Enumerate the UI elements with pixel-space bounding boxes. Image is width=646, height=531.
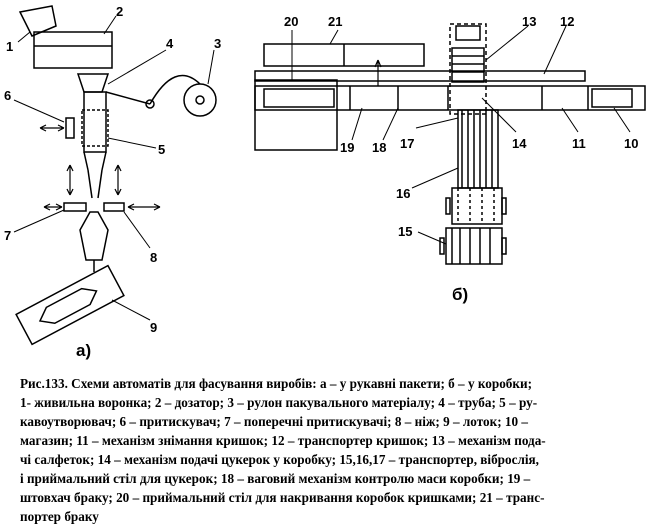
lid-conveyor [254, 70, 586, 82]
feeding-funnel [18, 5, 57, 37]
tube-funnel [76, 73, 110, 93]
label-7: 7 [4, 228, 11, 243]
caption-line: магазин; 11 – механізм знімання кришок; … [20, 433, 546, 448]
label-13: 13 [522, 14, 536, 29]
label-11: 11 [572, 136, 586, 151]
label-3: 3 [214, 36, 221, 51]
label-16: 16 [396, 186, 410, 201]
label-2: 2 [116, 4, 123, 19]
machine-a [13, 5, 217, 346]
figure-caption: Рис.133. Схеми автоматів для фасування в… [20, 374, 632, 526]
label-14: 14 [512, 136, 527, 151]
chute [15, 264, 125, 346]
label-21: 21 [328, 14, 342, 29]
film-web [105, 74, 201, 105]
caption-line: Рис.133. Схеми автоматів для фасування в… [20, 376, 532, 391]
caption-line: і приймальний стіл для цукерок; 18 – ваг… [20, 471, 531, 486]
sleeve-former [83, 91, 107, 153]
subfigure-b-label: б) [452, 285, 468, 304]
caption-line: кавоутворювач; 6 – притискувач; 7 – попе… [20, 414, 528, 429]
label-19: 19 [340, 140, 354, 155]
caption-line: 1- живильна воронка; 2 – дозатор; 3 – ру… [20, 395, 538, 410]
label-15: 15 [398, 224, 412, 239]
label-10: 10 [624, 136, 638, 151]
candy-feed [439, 109, 507, 265]
transverse-presser [63, 202, 87, 212]
caption-line: штовхач браку; 20 – приймальний стіл для… [20, 490, 545, 505]
diagram: 1 2 3 4 5 6 7 8 9 а) 10 11 12 13 14 15 1… [4, 4, 646, 360]
label-1: 1 [6, 39, 13, 54]
subfigure-a-label: а) [76, 341, 91, 360]
knife [103, 202, 125, 212]
label-4: 4 [166, 36, 174, 51]
label-6: 6 [4, 88, 11, 103]
label-5: 5 [158, 142, 165, 157]
caption-line: портер браку [20, 509, 99, 524]
caption-line: чі салфеток; 14 – механізм подачі цукеро… [20, 452, 539, 467]
receiving-table [254, 79, 338, 151]
material-roll [183, 83, 217, 117]
machine-b [254, 23, 646, 265]
label-8: 8 [150, 250, 157, 265]
label-18: 18 [372, 140, 386, 155]
presser [65, 117, 75, 139]
label-20: 20 [284, 14, 298, 29]
label-17: 17 [400, 136, 414, 151]
label-12: 12 [560, 14, 574, 29]
label-9: 9 [150, 320, 157, 335]
doser [33, 31, 113, 69]
